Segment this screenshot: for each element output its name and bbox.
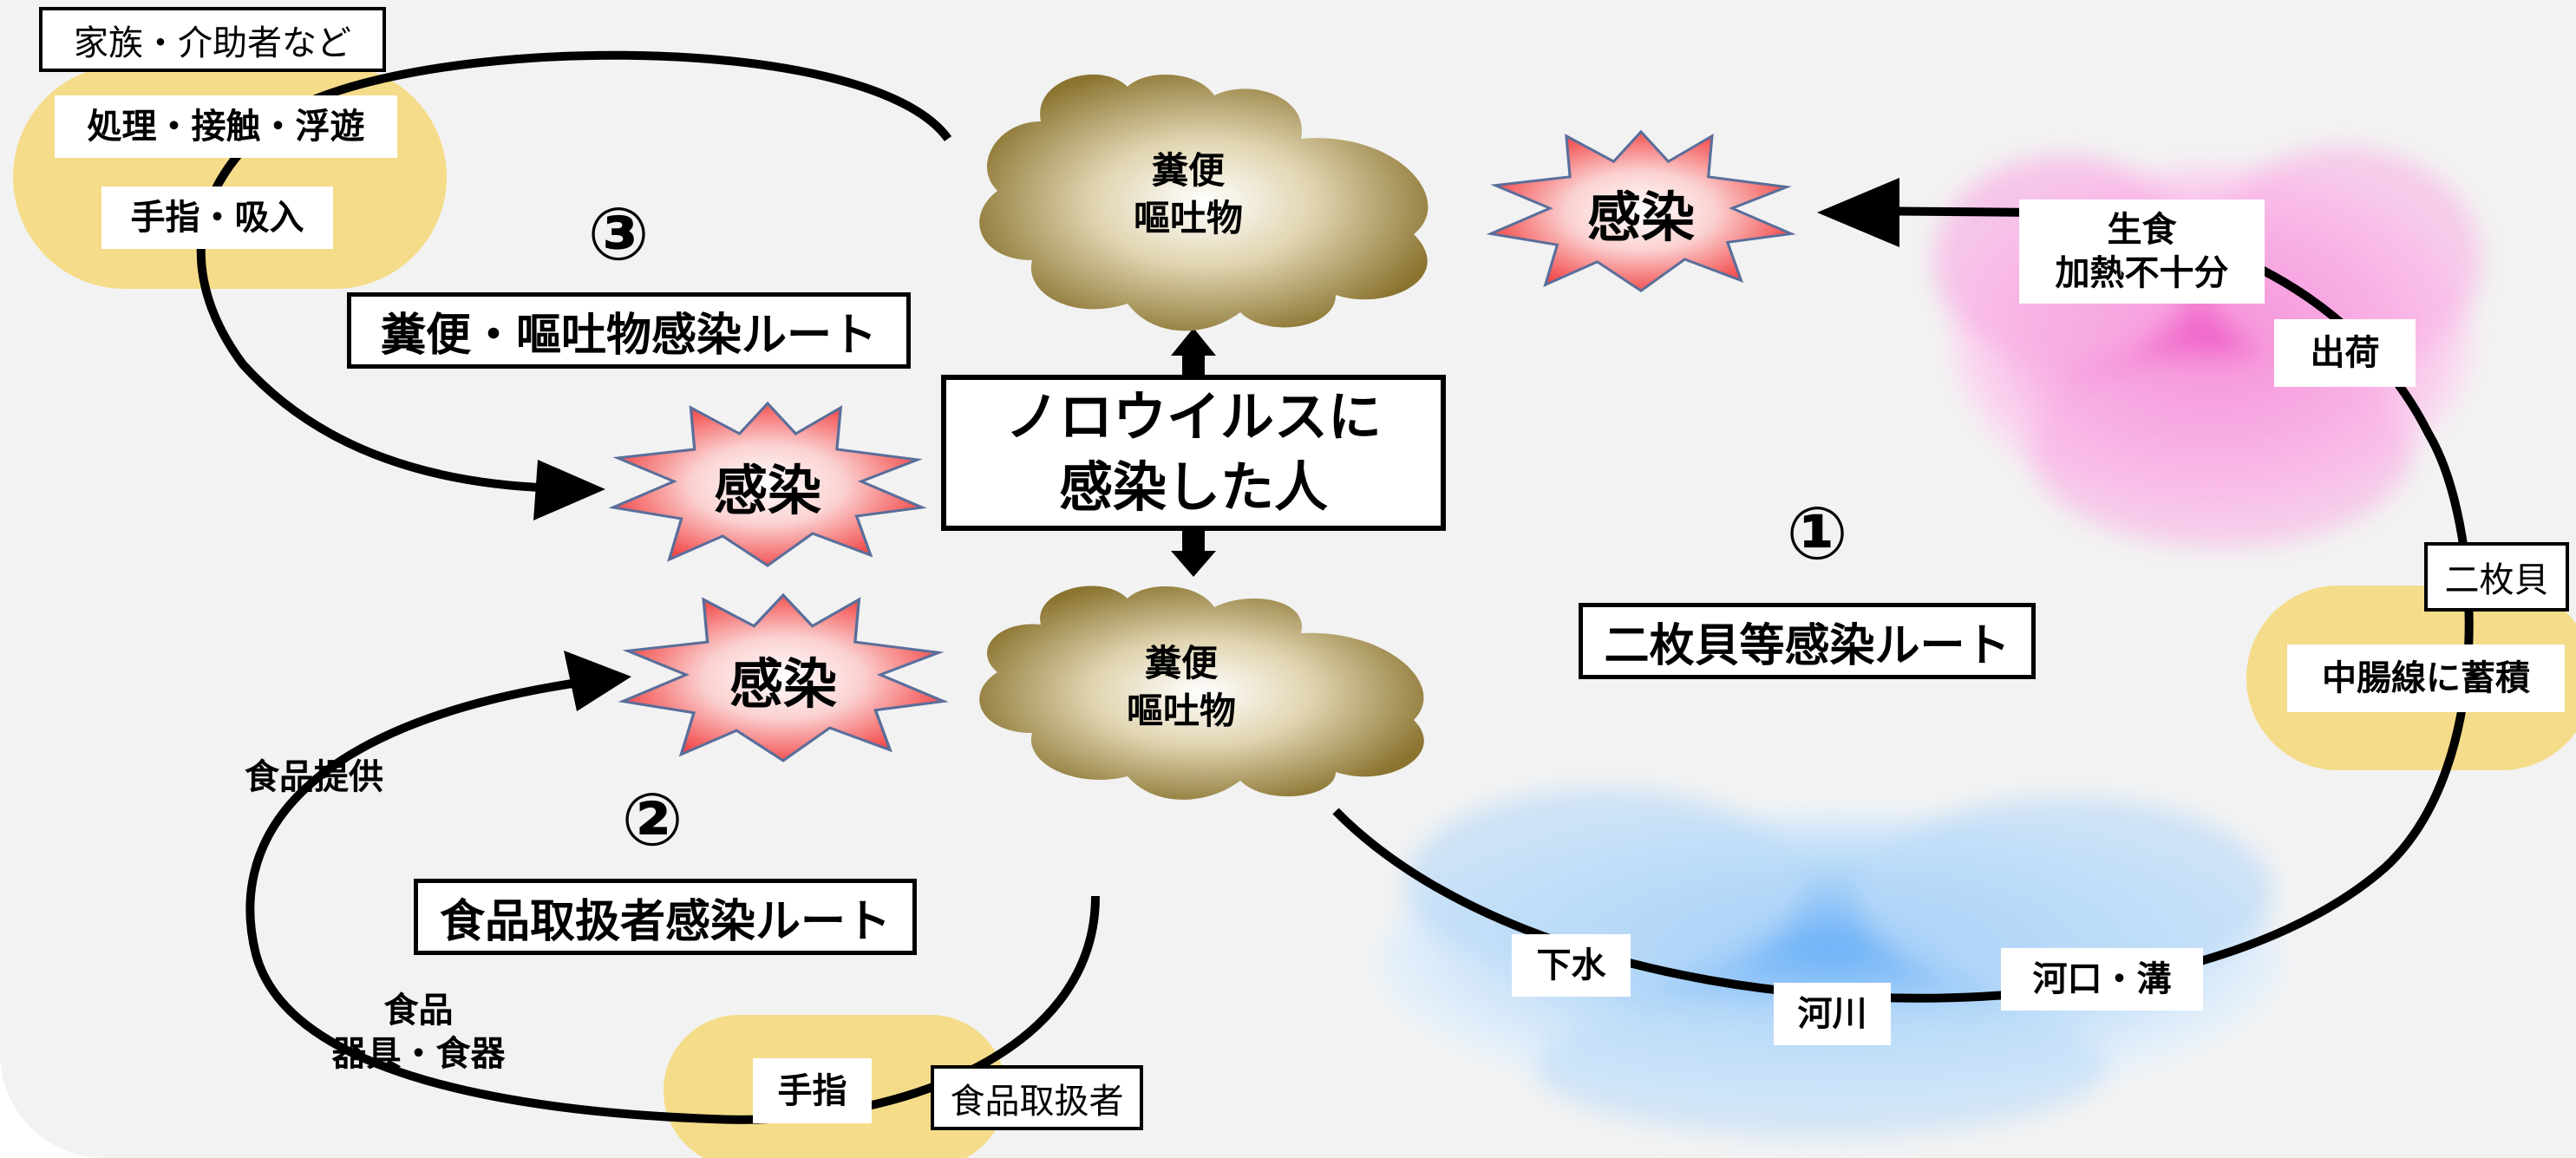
step-food-utensils: 食品 器具・食器 (331, 991, 506, 1074)
role-food-handler: 食品取扱者 (931, 1065, 1143, 1130)
arrow-down (1171, 531, 1216, 577)
route3-number: ③ (587, 192, 650, 277)
step-food-serving: 食品提供 (245, 757, 383, 797)
route3-title: 糞便・嘔吐物感染ルート (347, 292, 911, 369)
excrement-text-top: 糞便 嘔吐物 (1133, 149, 1243, 239)
step-sewage: 下水 (1512, 934, 1631, 997)
step-river: 河川 (1774, 983, 1891, 1045)
infected-person-box: ノロウイルスに 感染した人 (941, 375, 1446, 531)
route3-arrowhead (533, 460, 605, 520)
step-estuary: 河口・溝 (2001, 948, 2203, 1011)
step-shipping: 出荷 (2274, 319, 2416, 387)
excrement-cloud-top (979, 74, 1429, 331)
excrement-text-bottom: 糞便 嘔吐物 (1126, 642, 1236, 732)
excrement-cloud-bottom (979, 586, 1424, 800)
route2-number: ② (621, 777, 683, 862)
route2-arrowhead (564, 651, 631, 711)
route1-arrowhead (1817, 178, 1899, 247)
step-hands-inhale: 手指・吸入 (101, 186, 333, 249)
route1-arc (1332, 206, 2474, 1003)
step-handling-contact: 処理・接触・浮遊 (55, 95, 397, 158)
infection-text-top-right: 感染 (1586, 186, 1695, 249)
step-raw-eating: 生食 加熱不十分 (2019, 200, 2265, 304)
role-family: 家族・介助者など (39, 7, 386, 72)
infection-text-mid-left: 感染 (713, 459, 821, 522)
route1-title: 二枚貝等感染ルート (1579, 603, 2036, 679)
step-handler-hands: 手指 (753, 1058, 872, 1123)
step-accumulate: 中腸線に蓄積 (2287, 644, 2565, 712)
arrow-up (1171, 328, 1216, 380)
route3-arc (196, 50, 952, 493)
blue-cloud (1379, 789, 2281, 1136)
role-bivalve: 二枚貝 (2424, 542, 2569, 612)
infection-text-bottom-left: 感染 (729, 652, 837, 716)
route1-number: ① (1786, 491, 1848, 576)
route2-title: 食品取扱者感染ルート (414, 879, 917, 955)
